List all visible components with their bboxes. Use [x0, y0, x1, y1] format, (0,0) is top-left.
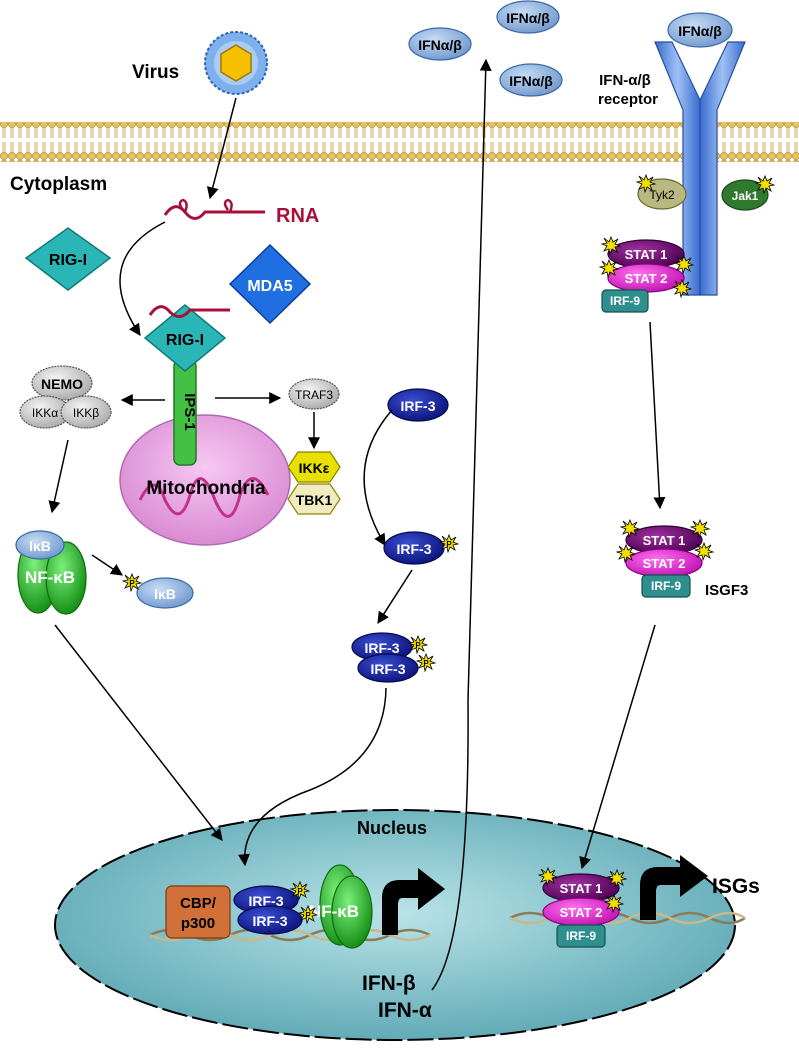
ifn-ab-2	[408, 27, 472, 61]
arrow-isgf3-to-nucleus	[579, 624, 656, 870]
rna-label: RNA	[276, 205, 319, 227]
arrow-ikk-to-nfkb	[48, 439, 69, 514]
virus-particle	[204, 31, 268, 95]
nuclear-irf9	[556, 924, 606, 948]
cell-membrane	[0, 122, 799, 162]
nuclear-irf3-top-label: IRF-3	[249, 893, 284, 909]
nuclear-nfkb-b	[331, 875, 373, 949]
ifn-ab-1-label: IFNα/β	[506, 10, 550, 26]
irf3-p-star-label: P	[446, 540, 452, 549]
rig-i-free	[24, 227, 112, 291]
ifn-beta-label: IFN-β	[362, 972, 416, 995]
tbk1	[287, 483, 341, 515]
ifn-ab-3-label: IFNα/β	[509, 73, 553, 89]
cytoplasm-label: Cytoplasm	[10, 174, 107, 195]
nuclear-irf9-label: IRF-9	[566, 929, 596, 943]
viral-rna	[163, 205, 265, 220]
stat2-label: STAT 2	[625, 271, 668, 286]
cbp-label-line1: CBP/	[180, 895, 217, 912]
arrow-ifn-secretion	[431, 58, 492, 991]
ikk-epsilon	[287, 451, 341, 483]
ifn-ab-ligand-label: IFNα/β	[678, 23, 722, 39]
transcription-arrow-ifn	[382, 868, 445, 935]
nuclear-irf3-top-p: P	[297, 887, 303, 896]
ips1-label: IPS-1	[181, 393, 198, 431]
nuclear-nfkb-label: NF-κB	[309, 902, 359, 921]
traf3	[288, 378, 340, 410]
mitochondria-label: Mitochondria	[146, 478, 266, 499]
receptor-label-line2: receptor	[598, 91, 658, 108]
nuclear-stat1-label: STAT 1	[560, 881, 603, 896]
ifn-ab-1	[496, 0, 560, 34]
arrow-irf3-to-nucleus	[237, 687, 387, 867]
traf3-label: TRAF3	[295, 388, 333, 402]
ikk-epsilon-label: IKKε	[299, 460, 330, 476]
isgf3-label: ISGF3	[705, 582, 748, 599]
nemo-label: NEMO	[41, 376, 83, 392]
mda5-label: MDA5	[247, 278, 292, 295]
isgf3-stat2-label: STAT 2	[643, 556, 686, 571]
nuclear-irf3-bottom-p: P	[305, 911, 311, 920]
rig-i-bound	[143, 304, 227, 372]
bound-rna	[148, 305, 230, 318]
receptor-label-line1: IFN-α/β	[599, 72, 651, 89]
arrow-virus-to-rna	[206, 97, 237, 200]
irf9-label: IRF-9	[610, 294, 640, 308]
isgf3-stat1-label: STAT 1	[643, 533, 686, 548]
cbp-p300	[165, 885, 231, 939]
nucleus-label: Nucleus	[357, 818, 427, 838]
ikb-free-label: IκB	[154, 586, 176, 602]
ikb-bound-label: IκB	[29, 538, 51, 554]
ikk-alpha-label: IKKα	[32, 406, 58, 420]
isgf3-irf9-label: IRF-9	[651, 579, 681, 593]
ikb-free	[136, 577, 194, 609]
ifn-ab-receptor-ligand	[667, 12, 733, 48]
isgf3-irf9	[641, 574, 691, 598]
irf3-dimer-bottom	[357, 653, 419, 683]
irf3-p-label: IRF-3	[397, 541, 432, 557]
nuclear-irf3-bottom-label: IRF-3	[253, 913, 288, 929]
cbp-label-line2: p300	[181, 915, 215, 932]
arrow-stat-to-isgf3	[649, 321, 666, 510]
ifn-ab-3	[499, 63, 563, 97]
arrow-nfkb-to-nucleus	[54, 624, 223, 841]
ikk-beta-label: IKKβ	[73, 406, 99, 420]
irf3-dimer-bottom-p: P	[423, 659, 429, 668]
isgs-label: ISGs	[712, 875, 760, 898]
arrow-irf3-phosphorylation	[363, 409, 393, 547]
irf3	[387, 388, 449, 422]
mda5	[228, 243, 312, 325]
rig-i-bound-label: RIG-I	[166, 332, 204, 349]
jak1-label: Jak1	[732, 189, 759, 203]
nuclear-stat2-label: STAT 2	[560, 905, 603, 920]
ikb-p-label: P	[129, 579, 135, 588]
irf3-label: IRF-3	[401, 398, 436, 414]
virus-label: Virus	[132, 62, 179, 83]
ifn-alpha-label: IFN-α	[378, 999, 432, 1022]
rig-i-free-label: RIG-I	[49, 252, 87, 269]
arrow-rna-to-rigi	[119, 221, 166, 336]
arrow-ikb-release	[91, 554, 123, 576]
jak1	[721, 179, 769, 211]
nfkb-subunit-b	[45, 541, 87, 615]
ikk-beta	[60, 395, 112, 429]
ikb-bound	[15, 530, 65, 560]
irf3-dimer-top-p: P	[415, 641, 421, 650]
tbk1-label: TBK1	[296, 492, 333, 508]
irf3-dimer-bottom-label: IRF-3	[371, 661, 406, 677]
transcription-arrow-isgs	[640, 855, 708, 920]
arrow-irf3-dimerization	[377, 569, 413, 625]
ifn-receptor-chain-2	[699, 41, 746, 296]
tyk2-label: Tyk2	[649, 188, 675, 202]
mitochondria-cristae	[138, 477, 270, 518]
ifn-ab-2-label: IFNα/β	[418, 37, 462, 53]
irf3-dimer-top-label: IRF-3	[365, 640, 400, 656]
stat1-label: STAT 1	[625, 247, 668, 262]
nfkb-label: NF-κB	[25, 568, 75, 587]
irf9	[601, 289, 649, 313]
